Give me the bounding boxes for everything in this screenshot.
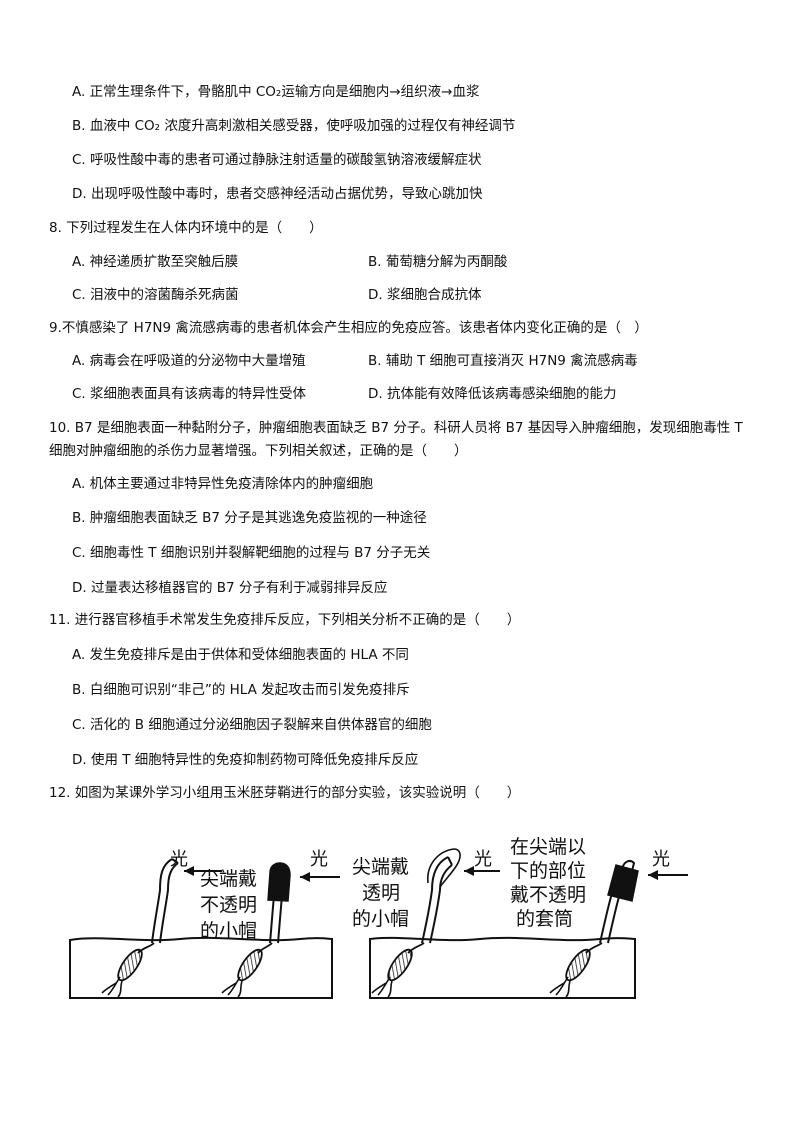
condition-label-1: 尖端戴 不透明 的小帽 — [200, 868, 257, 942]
q9-option-c: C. 浆细胞表面具有该病毒的特异性受体 — [72, 386, 307, 402]
q10-option-a: A. 机体主要通过非特异性免疫清除体内的肿瘤细胞 — [72, 476, 374, 492]
q10-stem-line2: 细胞对肿瘤细胞的杀伤力显著增强。下列相关叙述，正确的是（ ） — [49, 443, 468, 459]
light-label-4: 光 — [652, 849, 670, 870]
condition-label-3: 在尖端以 下的部位 戴不透明 的套筒 — [510, 836, 586, 930]
coleoptile-experiment-figure: 光 光 光 光 尖端戴 不透明 的小帽 尖端戴 透明 的小帽 在尖端以 下的部位… — [69, 836, 688, 999]
left-soil-box — [69, 936, 333, 999]
q7-option-d: D. 出现呼吸性酸中毒时，患者交感神经活动占据优势，导致心跳加快 — [72, 186, 483, 202]
light-label-1: 光 — [170, 849, 188, 870]
q9-option-b: B. 辅助 T 细胞可直接消灭 H7N9 禽流感病毒 — [368, 353, 638, 369]
q12-stem: 12. 如图为某课外学习小组用玉米胚芽鞘进行的部分实验，该实验说明（ ） — [49, 785, 521, 801]
label2-line3: 的小帽 — [352, 908, 409, 930]
q11-option-a: A. 发生免疫排斥是由于供体和受体细胞表面的 HLA 不同 — [72, 647, 409, 663]
label1-line2: 不透明 — [200, 894, 257, 916]
light-arrow-3 — [464, 866, 500, 876]
q11-option-b: B. 白细胞可识别“非己”的 HLA 发起攻击而引发免疫排斥 — [72, 682, 410, 698]
q11-option-c: C. 活化的 B 细胞通过分泌细胞因子裂解来自供体器官的细胞 — [72, 717, 432, 733]
q8-stem: 8. 下列过程发生在人体内环境中的是（ ） — [49, 220, 323, 236]
label1-line3: 的小帽 — [200, 920, 257, 942]
q8-option-d: D. 浆细胞合成抗体 — [368, 287, 482, 303]
coleoptile-2 — [221, 862, 291, 998]
q11-stem: 11. 进行器官移植手术常发生免疫排斥反应，下列相关分析不正确的是（ ） — [49, 612, 521, 628]
q10-option-c: C. 细胞毒性 T 细胞识别并裂解靶细胞的过程与 B7 分子无关 — [72, 545, 431, 561]
condition-label-2: 尖端戴 透明 的小帽 — [352, 856, 409, 930]
light-label-3: 光 — [474, 849, 492, 870]
label3-line1: 在尖端以 — [510, 836, 586, 858]
light-arrow-4 — [648, 870, 688, 880]
q7-option-a: A. 正常生理条件下，骨骼肌中 CO₂运输方向是细胞内→组织液→血浆 — [72, 84, 480, 100]
label3-line3: 戴不透明 — [510, 884, 586, 906]
coleoptile-1 — [101, 858, 179, 998]
coleoptile-3 — [371, 848, 461, 998]
label3-line4: 的套筒 — [516, 908, 573, 930]
light-arrow-2 — [300, 872, 340, 882]
label3-line2: 下的部位 — [510, 860, 586, 882]
q11-option-d: D. 使用 T 细胞特异性的免疫抑制药物可降低免疫排斥反应 — [72, 752, 419, 768]
q9-option-a: A. 病毒会在呼吸道的分泌物中大量增殖 — [72, 353, 306, 369]
coleoptile-4 — [549, 860, 639, 998]
label2-line2: 透明 — [362, 882, 400, 904]
q7-option-c: C. 呼吸性酸中毒的患者可通过静脉注射适量的碳酸氢钠溶液缓解症状 — [72, 152, 482, 168]
q8-option-c: C. 泪液中的溶菌酶杀死病菌 — [72, 287, 239, 303]
q9-option-d: D. 抗体能有效降低该病毒感染细胞的能力 — [368, 386, 617, 402]
light-label-2: 光 — [310, 849, 328, 870]
q8-option-a: A. 神经递质扩散至突触后膜 — [72, 254, 239, 270]
q10-stem-line1: 10. B7 是细胞表面一种黏附分子，肿瘤细胞表面缺乏 B7 分子。科研人员将 … — [49, 420, 743, 436]
light-arrow-1 — [184, 866, 222, 876]
q10-option-b: B. 肿瘤细胞表面缺乏 B7 分子是其逃逸免疫监视的一种途径 — [72, 510, 427, 526]
q9-stem: 9.不慎感染了 H7N9 禽流感病毒的患者机体会产生相应的免疫应答。该患者体内变… — [49, 320, 648, 336]
label1-line1: 尖端戴 — [200, 868, 257, 890]
q7-option-b: B. 血液中 CO₂ 浓度升高刺激相关感受器，使呼吸加强的过程仅有神经调节 — [72, 118, 516, 134]
q8-option-b: B. 葡萄糖分解为丙酮酸 — [368, 254, 508, 270]
label2-line1: 尖端戴 — [352, 856, 409, 878]
q10-option-d: D. 过量表达移植器官的 B7 分子有利于减弱排异反应 — [72, 580, 388, 596]
